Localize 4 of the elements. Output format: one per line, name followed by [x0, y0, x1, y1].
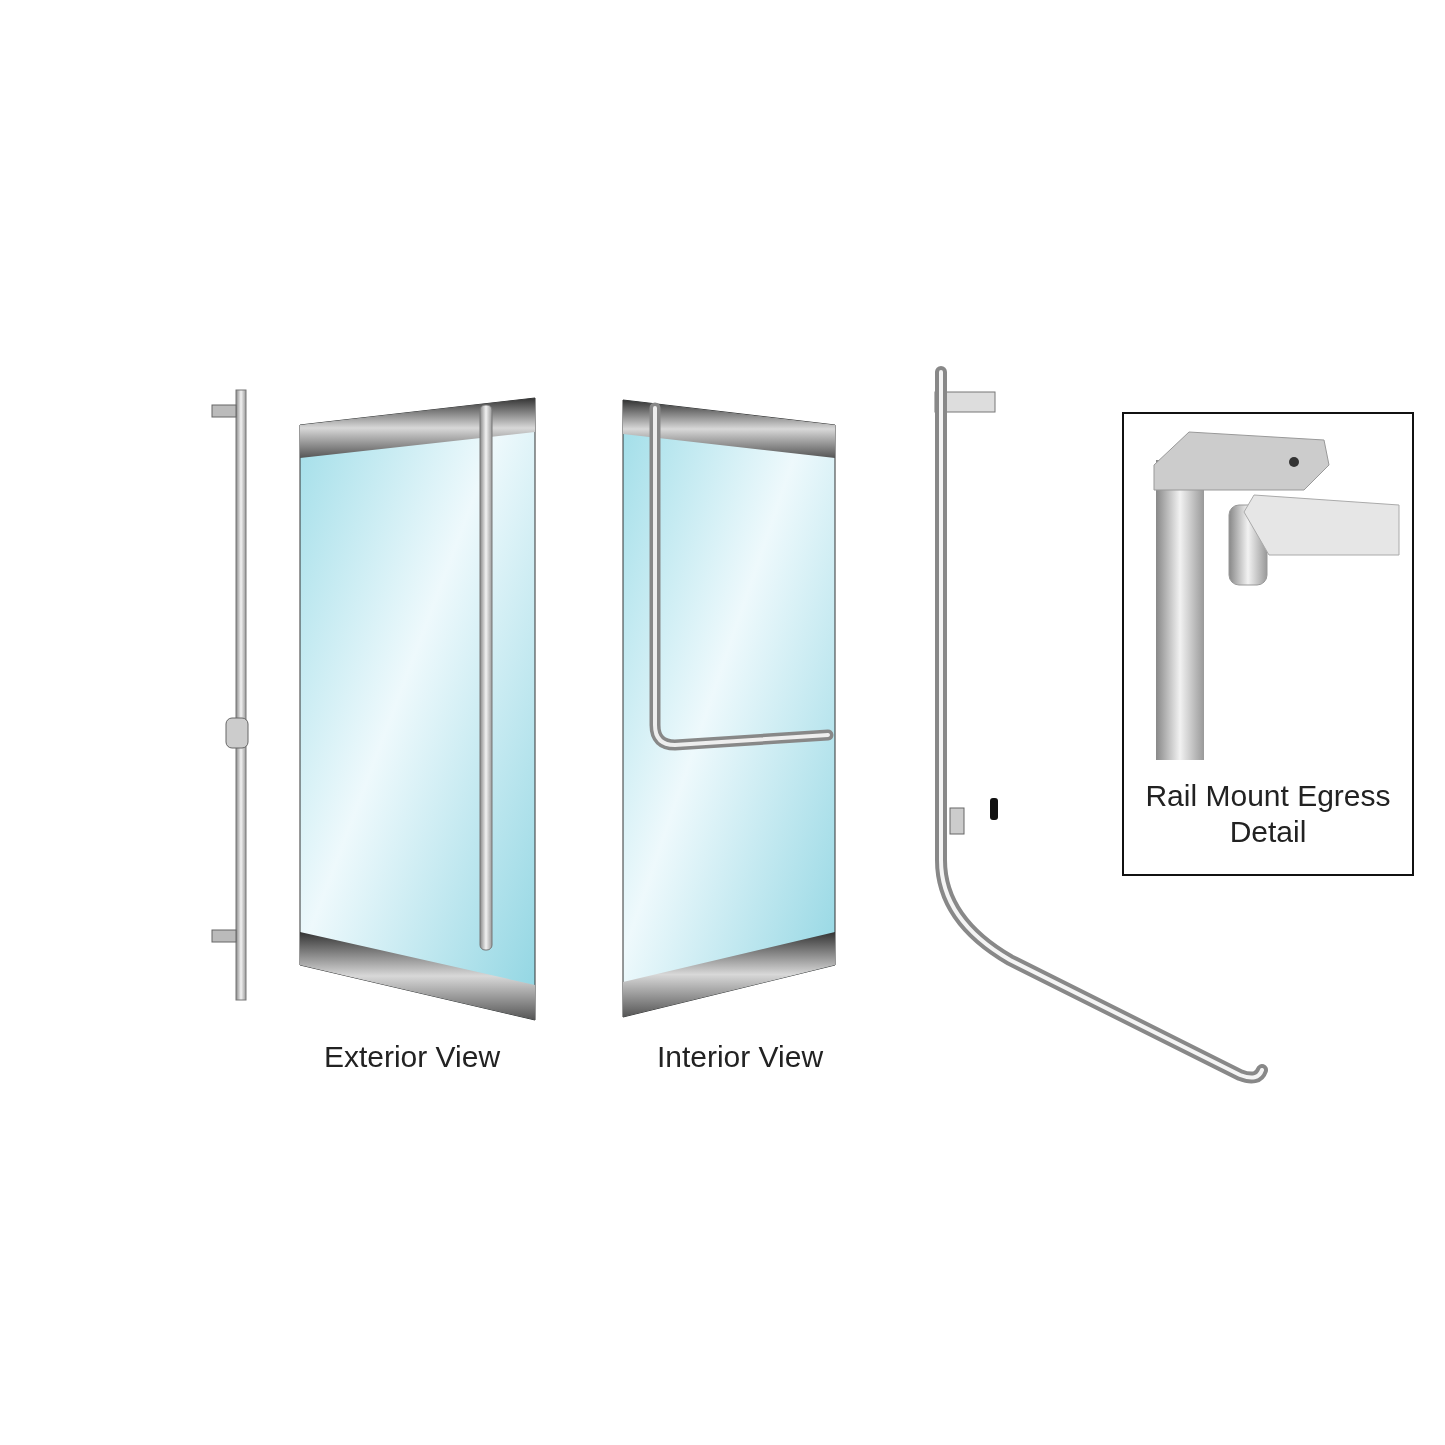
detail-frame — [1122, 412, 1414, 876]
view-caption: Exterior View — [323, 1040, 501, 1074]
view-caption: Interior View — [656, 1040, 824, 1074]
detail-caption: Rail Mount Egress Detail — [1144, 778, 1392, 850]
